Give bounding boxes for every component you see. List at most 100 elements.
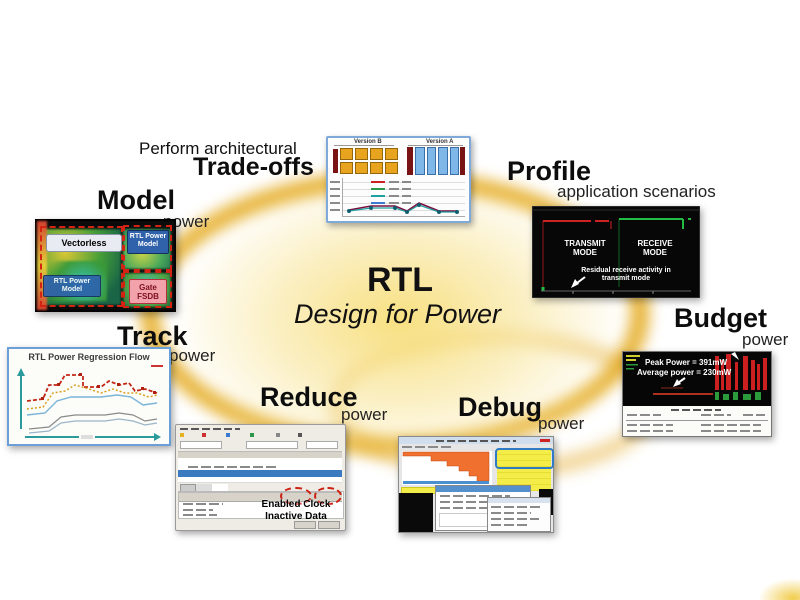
tradeoffs-series <box>347 202 459 214</box>
track-chart <box>17 368 161 441</box>
reduce-thumbnail: Enabled Clock Inactive Data <box>175 424 346 531</box>
chip-cell <box>370 162 383 174</box>
y-tick <box>330 209 340 211</box>
highlight-ellipse <box>314 487 342 505</box>
version-b-io-bar <box>333 149 338 173</box>
reduce-annotation-2: Inactive Data <box>265 511 327 522</box>
report-row <box>491 512 531 514</box>
table-header <box>701 414 731 416</box>
flame-chart <box>401 450 493 486</box>
legend-text <box>389 202 411 204</box>
menu-bar <box>180 428 240 430</box>
table-header <box>743 414 765 416</box>
detail-row <box>183 509 213 511</box>
budget-waveform <box>626 352 767 400</box>
app-logo <box>540 439 550 442</box>
tradeoffs-thumbnail: Version B Version A <box>326 136 471 223</box>
legend-line-blue <box>371 202 385 204</box>
dialog-row <box>440 507 500 509</box>
detail-row <box>183 514 217 516</box>
table-row <box>701 424 761 426</box>
chip-cell <box>340 148 353 160</box>
model-region-outline-topright <box>123 225 172 271</box>
chip-cell <box>340 162 353 174</box>
stage-reduce: Reduce <box>260 382 358 412</box>
dialog-row <box>440 501 490 503</box>
model-label-gate-fsdb: Gate FSDB <box>129 279 167 304</box>
profile-transmit-label: TRANSMIT MODE <box>564 239 606 257</box>
chip-cell <box>385 162 398 174</box>
model-region-outline-left <box>40 226 123 307</box>
tradeoffs-version-a-label: Version A <box>426 139 454 145</box>
version-a-io-bar-right <box>460 147 465 175</box>
console-panel-left <box>399 493 433 532</box>
highlight-ellipse <box>280 487 312 505</box>
table-row <box>627 424 673 426</box>
menu-row <box>402 446 452 448</box>
titlebar-text <box>436 440 516 442</box>
model-thumbnail: Vectorless RTL Power Model RTL Power Mod… <box>35 219 176 312</box>
legend-line-teal <box>371 195 385 197</box>
report-titlebar <box>488 498 550 503</box>
toolbar-icons <box>180 433 184 437</box>
version-a-io-bar-left <box>407 147 413 175</box>
version-a-rule <box>408 145 463 146</box>
budget-waveform-panel: Peak Power = 391mW Average power = 230mW <box>623 352 771 406</box>
track-title: RTL Power Regression Flow <box>28 352 150 362</box>
reduce-annotation-1: Enabled Clock <box>261 499 331 510</box>
y-tick <box>330 188 340 190</box>
bar-cell <box>449 147 459 175</box>
profile-thumbnail: TRANSMIT MODE RECEIVE MODE Residual rece… <box>532 206 700 298</box>
profile-waveform <box>533 209 699 294</box>
table-row <box>627 430 673 432</box>
dialog-row <box>440 495 510 497</box>
report-row <box>491 506 543 508</box>
tradeoffs-version-b-label: Version B <box>354 139 382 145</box>
corner-glow <box>758 578 800 600</box>
dialog-titlebar <box>436 486 530 492</box>
bar-cell <box>415 147 425 175</box>
chip-cell <box>385 148 398 160</box>
center-title: RTL <box>366 261 434 299</box>
chip-cell <box>355 148 368 160</box>
tradeoffs-pre-label: Perform architectural <box>139 139 297 158</box>
stage-budget: Budget <box>674 303 767 333</box>
legend-line-red <box>371 181 385 183</box>
debug-thumbnail <box>398 436 554 533</box>
highlight-outline <box>495 448 554 469</box>
profile-receive-label: RECEIVE MODE <box>637 239 673 257</box>
stage-tradeoffs: Trade-offs <box>193 153 314 181</box>
budget-peak-label: Peak Power = 391mW <box>645 358 728 367</box>
budget-average-label: Average power = 230mW <box>637 368 732 377</box>
filter-input <box>180 441 222 449</box>
yellow-table <box>497 449 551 491</box>
report-row <box>491 518 539 520</box>
table-rule <box>626 420 768 421</box>
legend-text <box>389 181 411 183</box>
selected-row <box>178 470 342 477</box>
table-title <box>671 409 721 411</box>
report-window <box>487 497 551 532</box>
model-label-rtl-power-model-top: RTL Power Model <box>127 230 169 254</box>
stage-budget-sub: power <box>742 330 789 349</box>
model-region-outline-bottomright <box>123 271 172 308</box>
table-row <box>178 477 342 483</box>
stage-profile-sub: application scenarios <box>557 182 716 201</box>
detail-header <box>179 492 342 502</box>
tradeoffs-chart <box>342 178 465 217</box>
filter-input <box>306 441 338 449</box>
stage-model: Model <box>97 185 175 215</box>
report-row <box>491 524 527 526</box>
row-text <box>188 466 278 468</box>
filter-input <box>246 441 298 449</box>
bar-cell <box>438 147 448 175</box>
legend-line-green <box>371 188 385 190</box>
profile-annotation: Residual receive activity in transmit mo… <box>581 267 671 282</box>
model-label-vectorless: Vectorless <box>46 234 122 252</box>
track-legend-mark <box>151 365 163 367</box>
stage-reduce-sub: power <box>341 405 388 424</box>
stage-profile: Profile <box>507 156 592 186</box>
bar-cell <box>426 147 436 175</box>
model-label-rtl-power-model-left: RTL Power Model <box>43 275 101 297</box>
detail-row <box>183 503 223 505</box>
